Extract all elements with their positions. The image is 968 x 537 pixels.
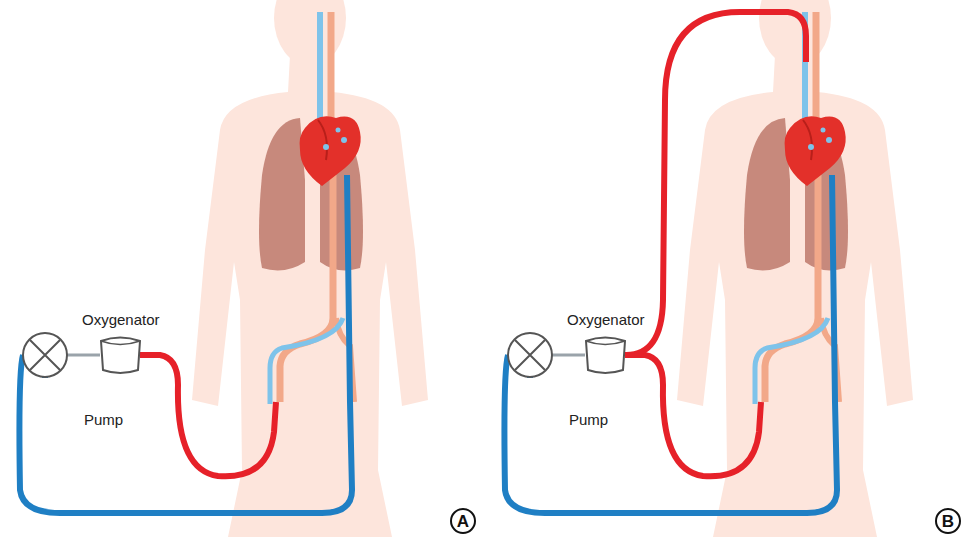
pump-label: Pump xyxy=(84,412,123,429)
panel-letter-circle: A xyxy=(450,508,476,534)
panel-letter: B xyxy=(942,513,954,530)
pump-label: Pump xyxy=(569,412,608,429)
va-ecmo-panel xyxy=(19,0,428,537)
panel-letter: A xyxy=(457,513,469,530)
jugular-return-cannula xyxy=(625,12,806,355)
vav-ecmo-panel xyxy=(504,0,913,537)
panel-letter-circle: B xyxy=(935,508,961,534)
oxygenator-label: Oxygenator xyxy=(82,312,160,329)
oxygenator-label: Oxygenator xyxy=(567,312,645,329)
